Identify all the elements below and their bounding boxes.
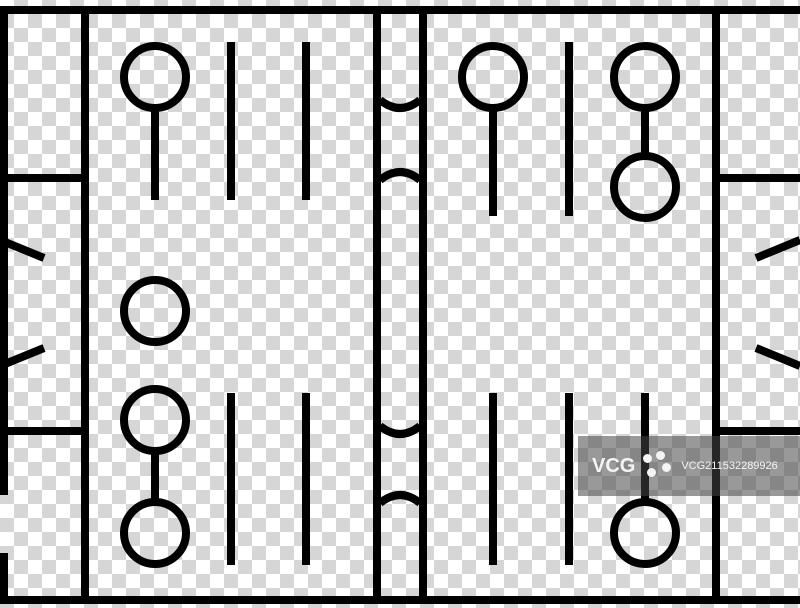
right-goal-tick-upper <box>754 236 800 262</box>
player-head <box>610 498 680 568</box>
player-right-top-single <box>458 42 528 216</box>
player-head <box>120 276 190 346</box>
center-arc-3 <box>377 422 423 438</box>
watermark-brand: VCG <box>592 454 636 477</box>
watermark: VCG VCG211532289926 <box>578 436 800 496</box>
player-head <box>610 42 680 112</box>
left-goal-tick-upper <box>0 236 46 262</box>
player-head <box>120 42 190 112</box>
player-head <box>458 42 528 112</box>
player-left-middle <box>120 276 190 346</box>
center-arc-1 <box>377 96 423 112</box>
player-left-pair <box>120 385 190 568</box>
center-arc-2 <box>377 168 423 184</box>
player-head <box>610 152 680 222</box>
player-head <box>120 498 190 568</box>
right-goal-tick-lower <box>754 344 800 370</box>
watermark-logo-icon <box>643 451 673 481</box>
left-goal-tick-lower <box>0 344 46 370</box>
player-left-top <box>120 42 190 200</box>
player-head <box>120 385 190 455</box>
center-arc-4 <box>377 491 423 507</box>
player-right-top-pair <box>610 42 680 222</box>
watermark-id: VCG211532289926 <box>681 460 778 472</box>
